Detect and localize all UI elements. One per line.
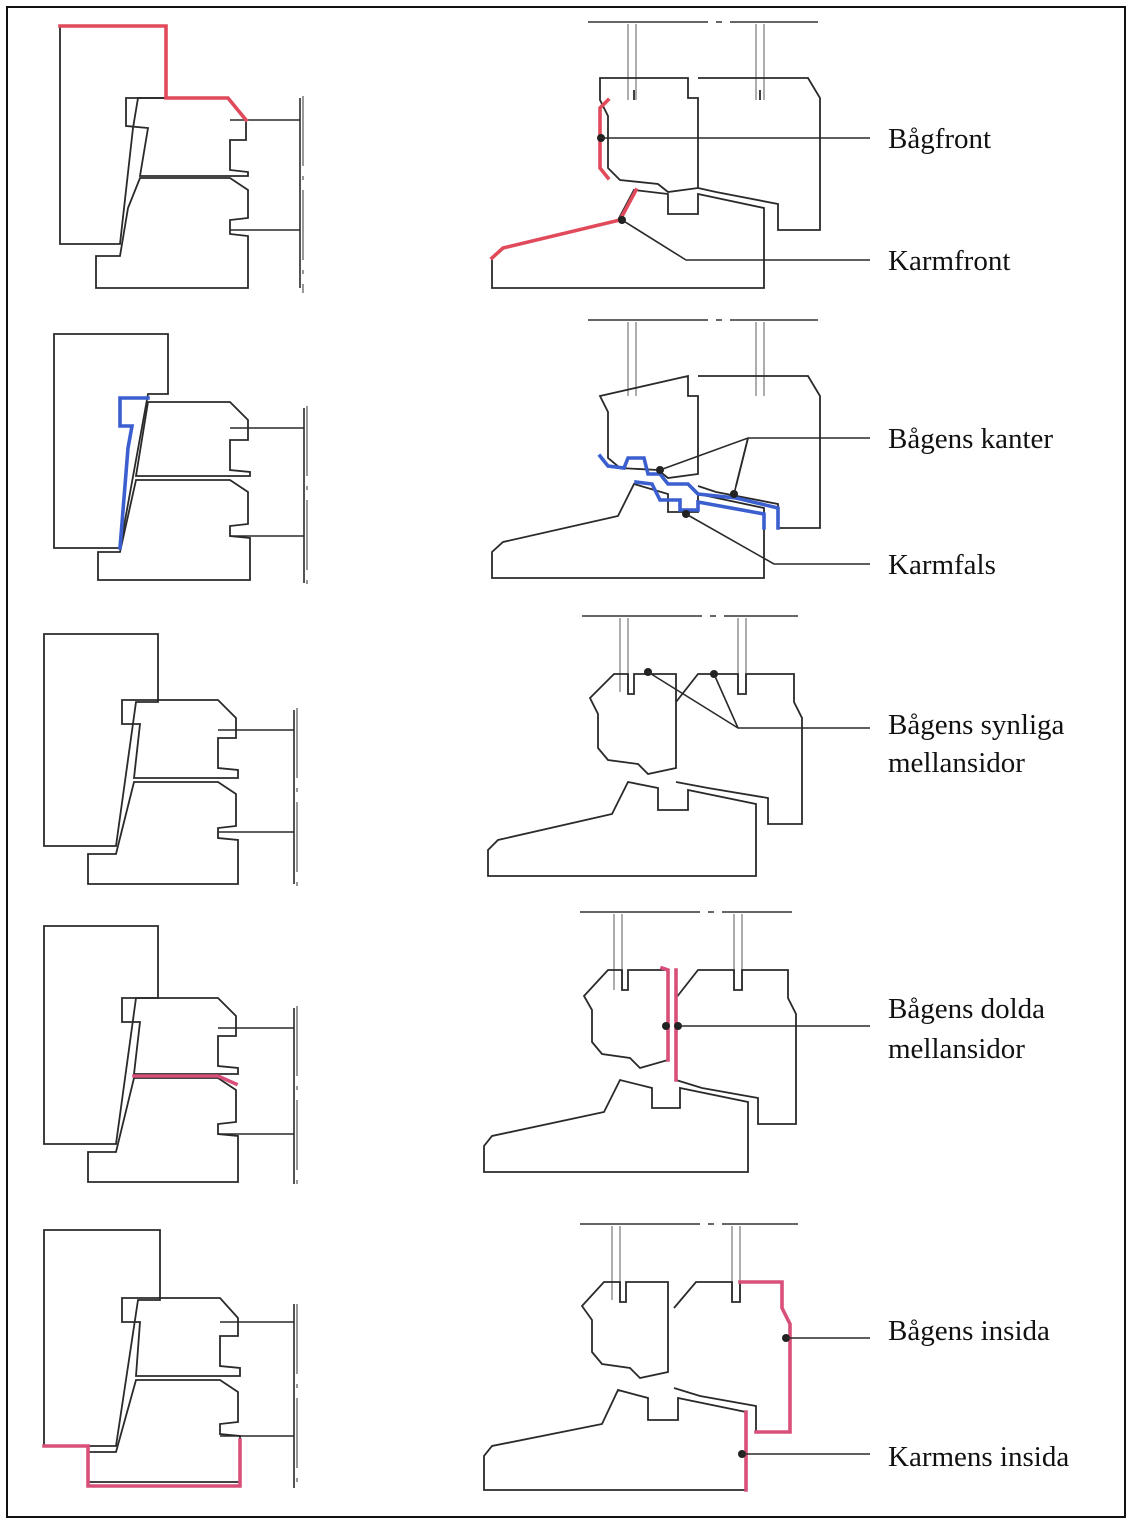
- label-synliga-line1: Bågens synliga: [888, 709, 1065, 741]
- panel-5: Bågens insida Karmens insida: [42, 1223, 1069, 1492]
- label-bagens-insida: Bågens insida: [888, 1315, 1050, 1347]
- left-section-5: [43, 1229, 298, 1492]
- dolda-highlight-left: [132, 1074, 239, 1087]
- right-section-5: [483, 1223, 798, 1491]
- panel-1: Bågfront Karmfront: [58, 21, 1010, 293]
- bagens-kanter-highlight-left: [118, 396, 150, 550]
- right-section-4: [483, 911, 797, 1173]
- label-dolda-line1: Bågens dolda: [888, 993, 1045, 1025]
- panel-2: Bågens kanter Karmfals: [53, 319, 1053, 588]
- label-synliga-line2: mellansidor: [888, 747, 1025, 779]
- right-section-2: [491, 319, 821, 579]
- left-section-1: [59, 25, 304, 293]
- bagfront-highlight-left: [58, 24, 249, 123]
- panel-4: Bågens dolda mellansidor: [43, 911, 1045, 1190]
- bagens-kanter-highlight: [597, 453, 780, 530]
- label-karmfront: Karmfront: [888, 245, 1010, 277]
- karmfals-highlight: [633, 479, 766, 530]
- label-dolda-line2: mellansidor: [888, 1033, 1025, 1065]
- karmfront-highlight: [489, 187, 639, 261]
- right-section-3: [487, 615, 803, 877]
- label-karmens-insida: Karmens insida: [888, 1441, 1069, 1473]
- label-karmfals: Karmfals: [888, 549, 996, 581]
- panel-3: Bågens synliga mellansidor: [43, 615, 1065, 888]
- right-section-1: [491, 21, 821, 289]
- left-section-3: [43, 633, 298, 888]
- label-bagens-kanter: Bågens kanter: [888, 423, 1053, 455]
- insida-highlight-left: [42, 1438, 242, 1488]
- left-section-4: [43, 925, 298, 1190]
- label-bagfront: Bågfront: [888, 123, 991, 155]
- diagram-frame: Bågfront Karmfront: [6, 6, 1126, 1518]
- window-profile-diagram: Bågfront Karmfront: [42, 21, 1069, 1492]
- left-section-2: [53, 333, 308, 588]
- bagens-insida-highlight: [738, 1280, 792, 1434]
